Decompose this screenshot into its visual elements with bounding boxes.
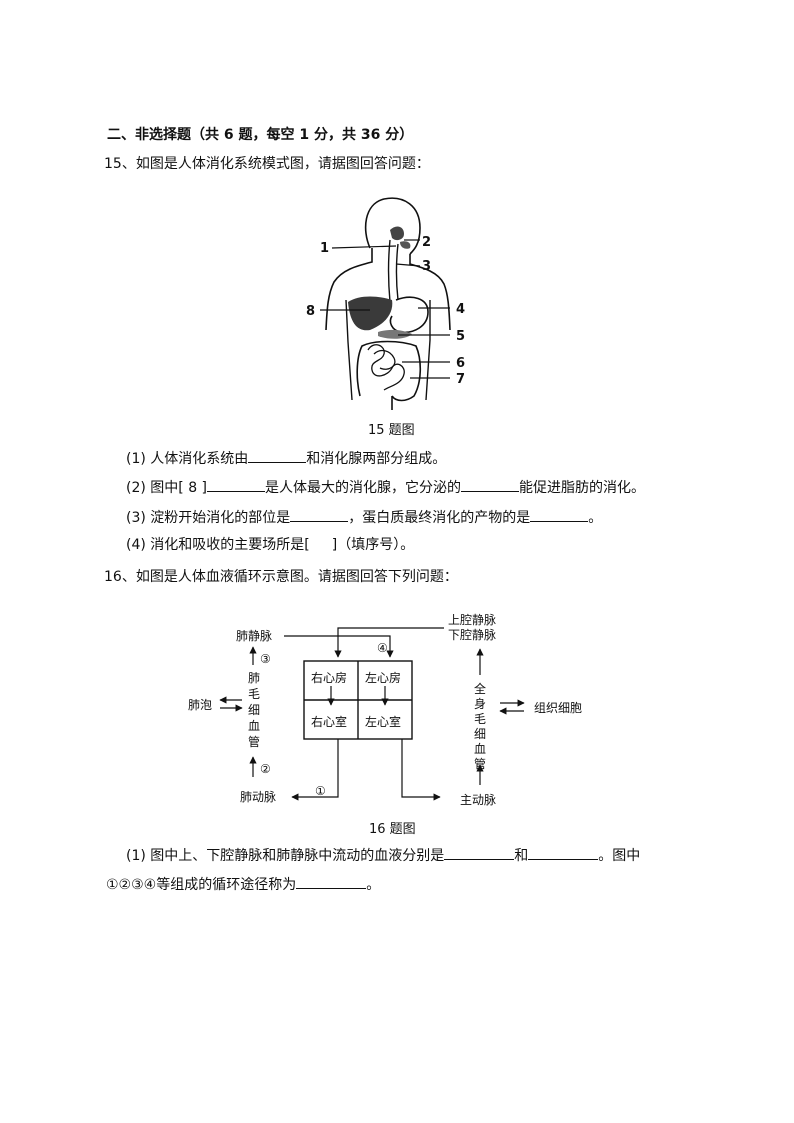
body-capillary-char-3: 毛 <box>474 712 486 726</box>
answer-blank[interactable] <box>296 874 367 889</box>
section-title: 二、非选择题（共 6 题，每空 1 分，共 36 分） <box>107 127 414 143</box>
label-8: 8 <box>306 304 315 319</box>
label-7: 7 <box>456 372 465 387</box>
q16-stem: 16、如图是人体血液循环示意图。请据图回答下列问题： <box>104 569 458 585</box>
body-capillary-char-4: 细 <box>474 727 486 741</box>
alveoli-label: 肺泡 <box>188 698 212 712</box>
q15-caption: 15 题图 <box>368 423 415 438</box>
q16-item-1-line-2: ①②③④等组成的循环途径称为。 <box>106 874 380 894</box>
tissue-cells-label: 组织细胞 <box>534 701 582 715</box>
label-3: 3 <box>422 259 431 274</box>
q16-caption: 16 题图 <box>369 822 416 837</box>
answer-blank[interactable] <box>530 507 589 522</box>
lung-capillary-char-2: 毛 <box>248 687 260 701</box>
q15-item-1: (1) 人体消化系统由和消化腺两部分组成。 <box>126 448 446 468</box>
superior-vena-cava-label: 上腔静脉 <box>448 612 496 627</box>
left-atrium-label: 左心房 <box>365 670 401 685</box>
q15-item-2: (2) 图中[ 8 ]是人体最大的消化腺，它分泌的能促进脂肪的消化。 <box>126 477 645 497</box>
lung-capillary-char-4: 血 <box>248 719 260 733</box>
q15-item-3: (3) 淀粉开始消化的部位是，蛋白质最终消化的产物的是。 <box>126 507 602 527</box>
left-ventricle-label: 左心室 <box>365 714 401 729</box>
answer-blank[interactable] <box>444 845 515 860</box>
label-2: 2 <box>422 235 431 250</box>
q15-item-4: (4) 消化和吸收的主要场所是[]（填序号）。 <box>126 537 415 553</box>
q16-item-1-line-1: (1) 图中上、下腔静脉和肺静脉中流动的血液分别是和。图中 <box>126 845 640 865</box>
marker-3: ③ <box>260 652 271 666</box>
inferior-vena-cava-label: 下腔静脉 <box>448 627 496 642</box>
body-capillary-char-2: 身 <box>474 696 486 711</box>
aorta-label: 主动脉 <box>460 792 496 807</box>
marker-2: ② <box>260 762 271 776</box>
lung-capillary-char-1: 肺 <box>248 671 260 685</box>
pulmonary-artery-label: 肺动脉 <box>240 789 276 804</box>
digestive-system-diagram: 1 2 3 4 5 6 7 8 <box>306 197 465 410</box>
body-capillary-char-6: 管 <box>474 756 486 771</box>
answer-blank[interactable] <box>461 477 520 492</box>
answer-blank[interactable] <box>248 448 307 463</box>
marker-4: ④ <box>377 641 388 655</box>
label-6: 6 <box>456 356 465 371</box>
q15-stem: 15、如图是人体消化系统模式图，请据图回答问题： <box>104 156 430 172</box>
answer-blank[interactable] <box>290 507 349 522</box>
label-4: 4 <box>456 302 465 317</box>
answer-blank[interactable] <box>207 477 266 492</box>
body-capillary-char-1: 全 <box>474 681 486 696</box>
right-ventricle-label: 右心室 <box>311 714 347 729</box>
lung-capillary-char-5: 管 <box>248 734 260 749</box>
circulation-diagram: 右心房 左心房 右心室 左心室 肺静脉 上腔静脉 下腔静脉 ④ ③ 肺 毛 细 … <box>188 612 582 807</box>
answer-blank[interactable] <box>528 845 599 860</box>
body-capillary-char-5: 血 <box>474 742 486 756</box>
lung-capillary-char-3: 细 <box>248 703 260 717</box>
right-atrium-label: 右心房 <box>311 670 347 685</box>
marker-1: ① <box>315 784 326 798</box>
pulmonary-vein-label: 肺静脉 <box>236 628 272 643</box>
label-5: 5 <box>456 329 465 344</box>
label-1: 1 <box>320 241 329 256</box>
